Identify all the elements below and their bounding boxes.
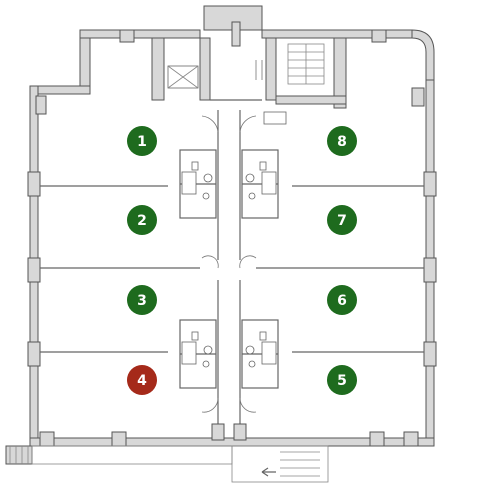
apartment-marker-circle [327,365,357,395]
apartment-marker-circle [327,126,357,156]
building-core [151,21,347,125]
apartment-number: 8 [337,134,347,150]
apartment-number: 6 [337,293,347,309]
apartment-marker-circle [127,205,157,235]
apartment-marker-circle [127,285,157,315]
apartment-number: 1 [137,134,147,150]
central-corridor [201,110,257,441]
outer-walls [27,5,437,447]
apartment-marker-circle [127,126,157,156]
apartment-marker-circle [127,365,157,395]
apartment-markers: 1 2 3 4 5 6 7 8 [127,126,357,395]
apartment-number: 5 [337,373,347,389]
apartment-number: 7 [337,213,347,229]
apartment-number: 4 [137,373,147,389]
partition-walls [40,185,424,353]
apartment-number: 3 [137,293,147,309]
apartment-marker-circle [327,285,357,315]
apartment-marker-3[interactable]: 3 [127,285,157,315]
apartment-marker-2[interactable]: 2 [127,205,157,235]
apartment-marker-7[interactable]: 7 [327,205,357,235]
bathrooms-upper [179,149,279,219]
apartment-marker-1[interactable]: 1 [127,126,157,156]
bathrooms-lower [179,319,279,389]
apartment-marker-4[interactable]: 4 [127,365,157,395]
entrance-ramp [5,445,329,483]
apartment-number: 2 [137,213,147,229]
apartment-marker-5[interactable]: 5 [327,365,357,395]
apartment-marker-8[interactable]: 8 [327,126,357,156]
apartment-marker-circle [327,205,357,235]
apartment-marker-6[interactable]: 6 [327,285,357,315]
